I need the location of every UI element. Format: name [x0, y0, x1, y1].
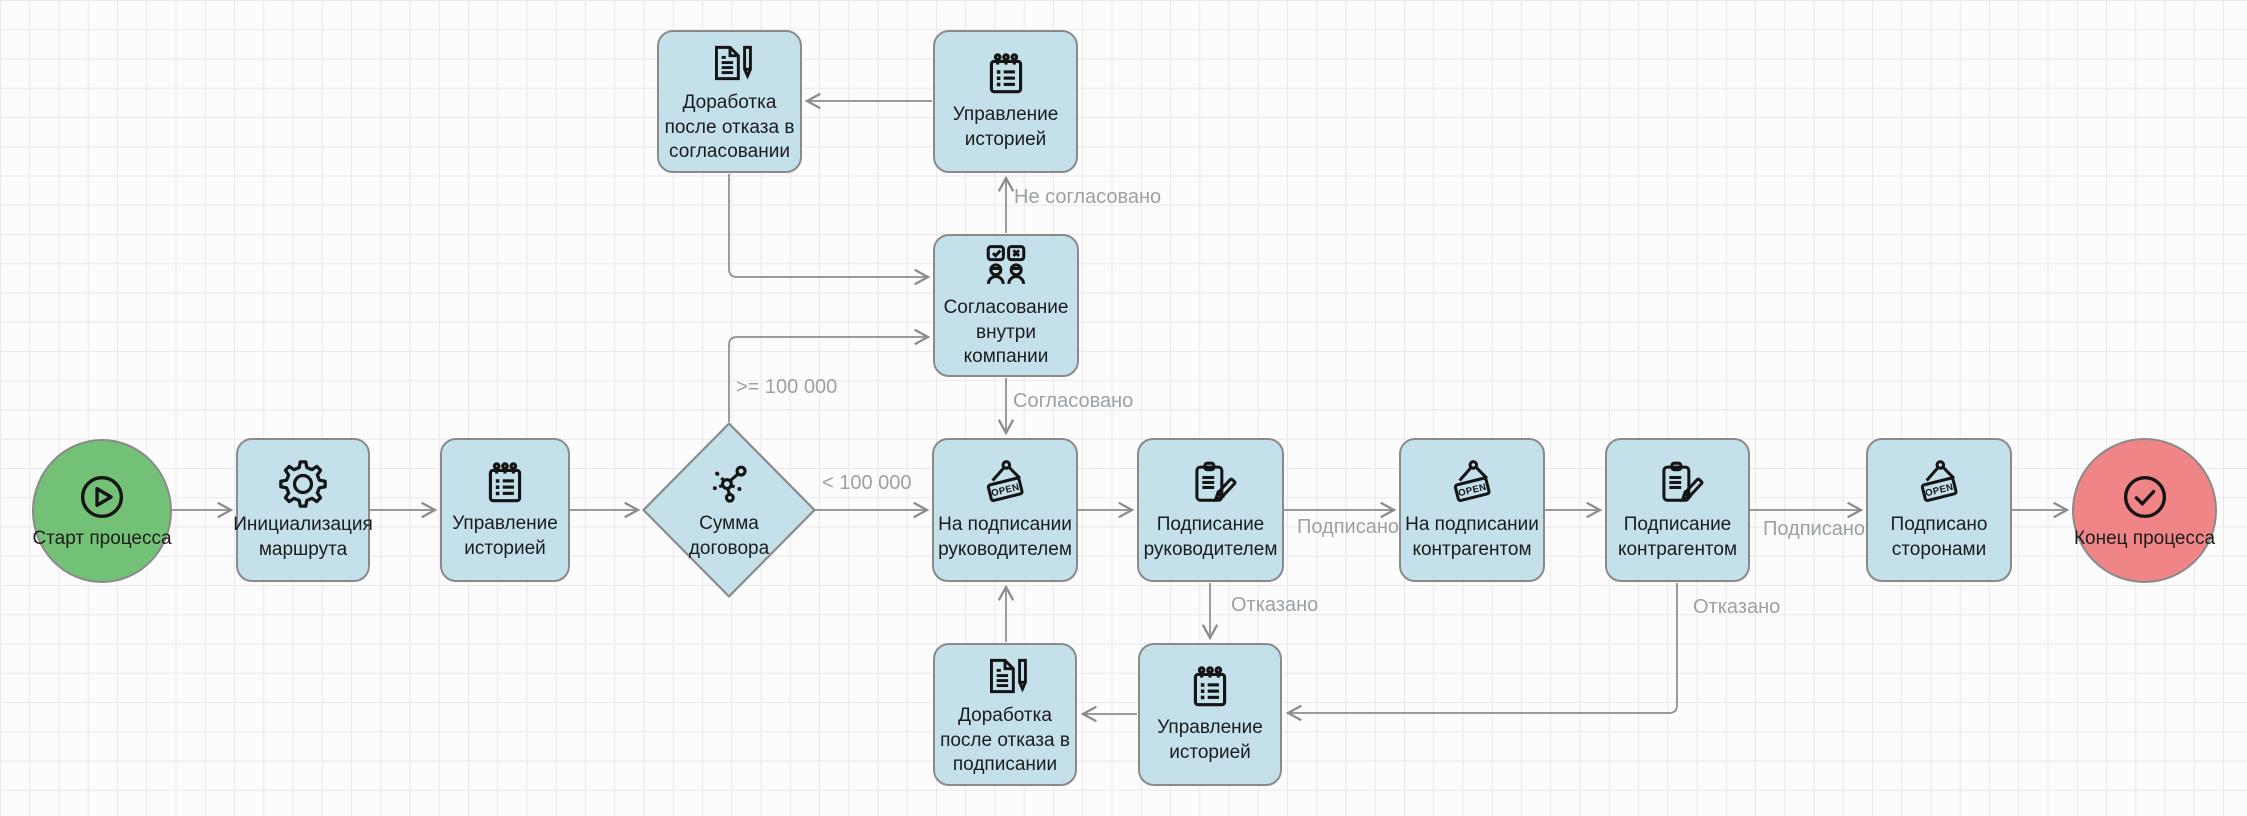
document-pen-icon: [980, 651, 1030, 701]
network-icon: [704, 459, 754, 509]
clipboard-pencil-icon: [1652, 458, 1704, 510]
check-circle-icon: [2118, 470, 2172, 524]
node-label: Доработка после отказа в подписании: [940, 704, 1070, 776]
node-label: Сумма договора: [688, 512, 770, 559]
edge-signing-counterparty-to-history-bottom: [1285, 583, 1678, 722]
edge-label-lt-100000: < 100 000: [822, 472, 912, 494]
node-route-init[interactable]: Инициализация маршрута: [233, 438, 373, 582]
gear-icon: [277, 458, 329, 510]
node-on-signing-counterparty[interactable]: OPEN На подписании контрагентом: [1399, 438, 1545, 582]
edge-label-signed-by-head: Подписано: [1297, 516, 1400, 538]
notepad-list-icon: [480, 459, 530, 509]
node-label: Подписание контрагентом: [1617, 513, 1738, 560]
node-end[interactable]: Конец процесса: [2072, 438, 2217, 583]
node-signing-counterparty[interactable]: Подписание контрагентом: [1605, 438, 1750, 582]
node-history-top[interactable]: Управление историей: [933, 30, 1078, 173]
node-label: Конец процесса: [2073, 527, 2216, 549]
open-sign-icon: OPEN: [1446, 458, 1498, 510]
node-label: Управление историей: [1157, 717, 1263, 763]
notepad-list-icon: [981, 50, 1031, 100]
play-icon: [75, 470, 129, 524]
node-on-signing-head[interactable]: OPEN На подписании руководителем: [932, 438, 1078, 582]
clipboard-pencil-icon: [1185, 458, 1237, 510]
node-label: На подписании руководителем: [938, 513, 1072, 560]
edge-label-not-approved: Не согласовано: [1014, 186, 1162, 208]
node-label: Подписано сторонами: [1890, 513, 1988, 560]
node-history-main[interactable]: Управление историей: [440, 438, 570, 582]
edge-amount-to-internal-approval: [728, 328, 931, 422]
node-label: Инициализация маршрута: [233, 513, 373, 560]
edge-label-approved: Согласовано: [1013, 390, 1134, 412]
node-contract-amount[interactable]: Сумма договора: [654, 448, 804, 572]
edge-label-rejected-by-head: Отказано: [1231, 594, 1319, 616]
open-sign-icon: OPEN: [979, 458, 1031, 510]
node-internal-approval[interactable]: Согласование внутри компании: [933, 234, 1079, 377]
node-label: Согласование внутри компании: [943, 296, 1069, 368]
node-label: Доработка после отказа в согласовании: [664, 91, 795, 163]
node-label: Управление историей: [952, 104, 1059, 150]
edge-label-signed-by-counterparty: Подписано: [1763, 518, 1866, 540]
node-label: Старт процесса: [32, 528, 172, 550]
edge-rework-approval-to-internal-approval: [728, 174, 931, 286]
edge-label-rejected-by-counterparty: Отказано: [1693, 596, 1781, 618]
decision-diamond-shape: [642, 422, 816, 598]
node-signing-head[interactable]: Подписание руководителем: [1137, 438, 1284, 582]
node-start[interactable]: Старт процесса: [32, 439, 172, 583]
node-label: Управление историей: [452, 512, 558, 559]
document-pen-icon: [705, 38, 755, 88]
node-history-bottom[interactable]: Управление историей: [1138, 643, 1282, 786]
edge-label-gte-100000: >= 100 000: [736, 376, 838, 398]
node-rework-approval[interactable]: Доработка после отказа в согласовании: [657, 30, 802, 173]
node-signed-parties[interactable]: OPEN Подписано сторонами: [1866, 438, 2012, 582]
people-vote-icon: [980, 241, 1032, 293]
node-label: На подписании контрагентом: [1405, 513, 1539, 560]
notepad-list-icon: [1185, 663, 1235, 713]
open-sign-icon: OPEN: [1913, 458, 1965, 510]
node-rework-signing[interactable]: Доработка после отказа в подписании: [933, 643, 1077, 786]
node-label: Подписание руководителем: [1143, 513, 1278, 560]
